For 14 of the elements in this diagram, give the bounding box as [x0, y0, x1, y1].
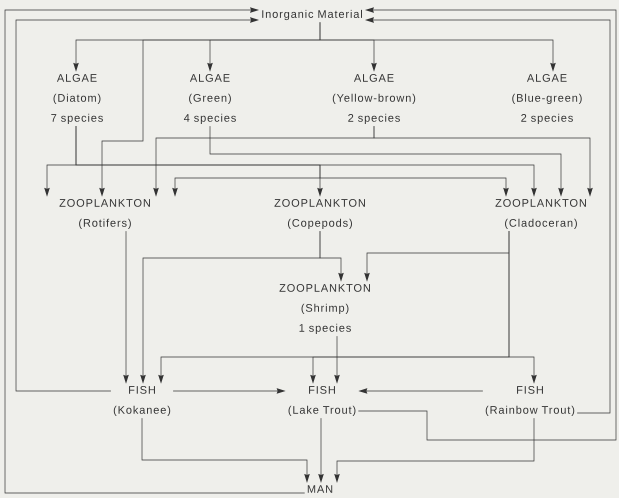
organism-label: ZOOPLANKTON (Copepods) [274, 199, 365, 229]
organism-label: ALGAE (Blue-green) 2 species [512, 74, 582, 124]
organism-label: ALGAE (Green) 4 species [184, 74, 236, 124]
organism-label: ALGAE (Yellow-brown) 2 species [332, 74, 416, 124]
organism-label: FISH (Lake Trout) [288, 386, 356, 416]
organism-label: FISH (Kokanee) [114, 386, 170, 416]
arrow [4, 7, 306, 494]
organism-label: ZOOPLANKTON (Shrimp) 1 species [279, 284, 370, 334]
organism-label: ZOOPLANKTON (Rotifers) [60, 199, 150, 229]
organism-label: FISH (Rainbow Trout) [486, 386, 574, 416]
organism-label: MAN [308, 485, 332, 493]
organism-label: ZOOPLANKTON (Cladoceran) [495, 199, 586, 229]
inorganic-label: Inorganic Material [262, 10, 362, 20]
organism-label: ALGAE (Diatom) 7 species [51, 74, 103, 124]
